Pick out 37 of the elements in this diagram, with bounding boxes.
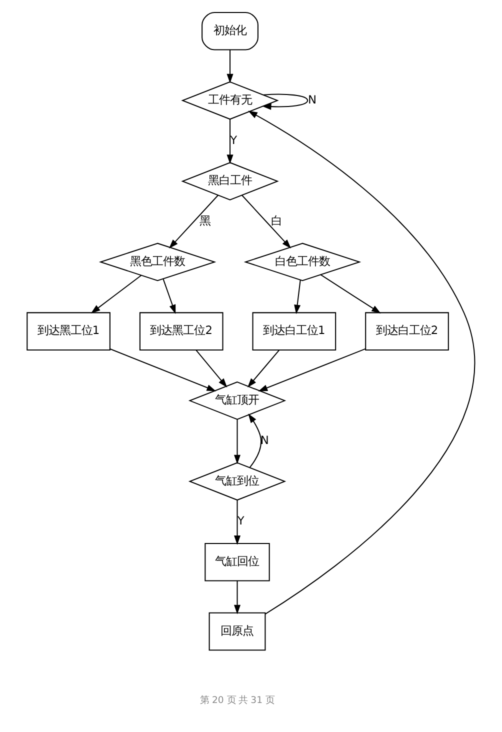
node-diamond: 气缸顶开: [188, 381, 286, 420]
arrow: [226, 119, 234, 164]
node-diamond: 白色工件数: [244, 242, 362, 282]
node-box: 到达黑工位2: [139, 312, 224, 350]
arrow: [234, 580, 241, 614]
node-diamond: 黑色工件数: [98, 242, 216, 282]
arrow: [168, 194, 218, 249]
arrow: [162, 278, 176, 314]
edge-label: Y: [230, 132, 238, 147]
arrow: [294, 280, 301, 314]
arrow: [262, 94, 308, 110]
arrow: [196, 350, 228, 388]
node-box: 到达白工位2: [365, 312, 449, 350]
arrow: [234, 420, 241, 464]
arrow: [258, 348, 366, 392]
node-box: 回原点: [208, 612, 266, 651]
edge-label: N: [308, 92, 316, 106]
arrow: [320, 274, 381, 314]
node-diamond: 黑白工件: [181, 162, 279, 200]
node-diamond: 气缸到位: [188, 462, 286, 501]
arrow: [110, 348, 216, 392]
node-box: 气缸回位: [204, 543, 270, 582]
edge-label: N: [260, 432, 269, 447]
node-box: 到达白工位1: [252, 312, 336, 350]
arrow: [226, 50, 234, 84]
arrow: [90, 274, 142, 314]
arrow: [248, 414, 262, 468]
node-box: 初始化: [202, 12, 258, 50]
arrow: [248, 350, 280, 388]
edge-label: Y: [237, 514, 244, 528]
edge-label: 黑: [200, 214, 211, 228]
arrow: [234, 500, 241, 545]
arrow: [242, 194, 292, 249]
arrow: [248, 110, 474, 614]
edge-label: 白: [271, 214, 282, 228]
label: 第 20 页 共 31 页: [200, 695, 274, 706]
node-box: 到达黑工位1: [26, 312, 110, 350]
